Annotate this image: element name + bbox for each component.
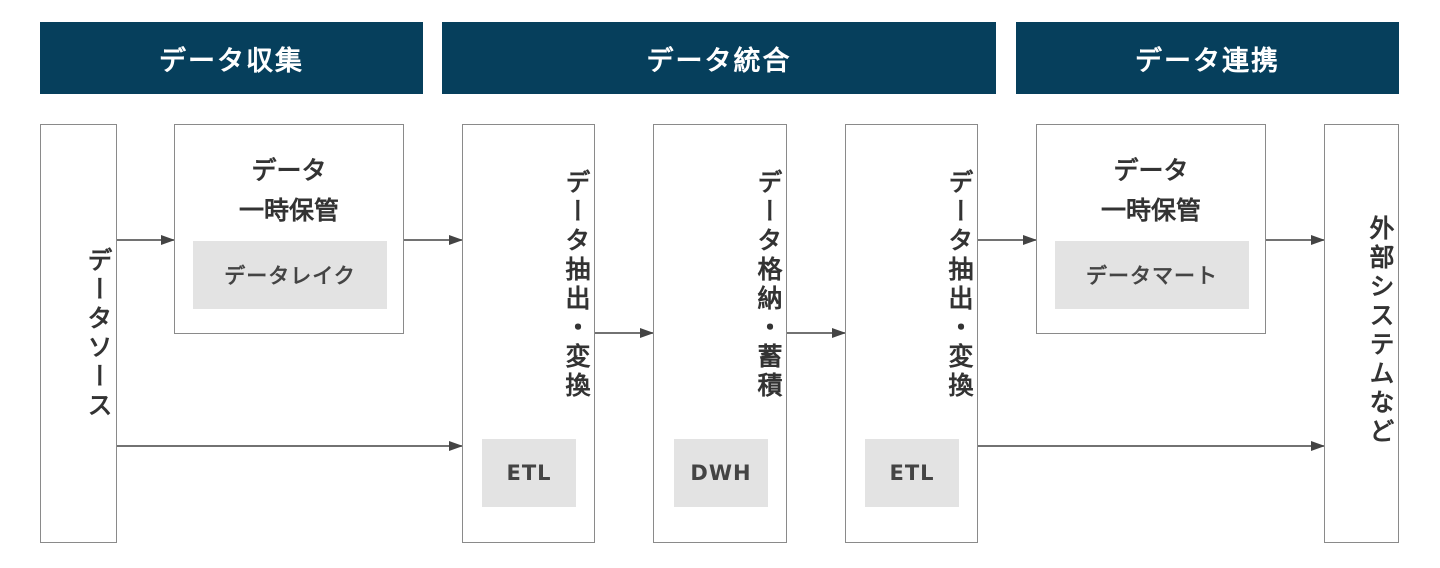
node-data-lake-tag: データレイク	[193, 241, 387, 309]
node-etl-1: データ抽出・変換 ETL	[462, 124, 595, 543]
node-dwh: データ格納・蓄積 DWH	[653, 124, 787, 543]
header-data-collection: データ収集	[40, 22, 423, 94]
node-external-systems: 外部システムなど	[1324, 124, 1399, 543]
node-data-lake-title-line1: データ	[251, 156, 327, 185]
node-dwh-tag: DWH	[674, 439, 768, 507]
node-etl-1-label: データ抽出・変換	[562, 169, 591, 401]
node-data-mart-title-line1: データ	[1113, 156, 1189, 185]
node-etl-2-label: データ抽出・変換	[945, 169, 974, 401]
header-data-linkage: データ連携	[1016, 22, 1399, 94]
node-data-lake-title-line2: 一時保管	[238, 196, 339, 225]
node-data-source-label: データソース	[84, 247, 113, 421]
node-etl-2: データ抽出・変換 ETL	[845, 124, 978, 543]
node-data-source: データソース	[40, 124, 117, 543]
node-data-lake: データ 一時保管 データレイク	[174, 124, 404, 334]
node-data-mart-title-line2: 一時保管	[1100, 196, 1201, 225]
header-data-integration: データ統合	[442, 22, 996, 94]
node-etl-1-tag: ETL	[482, 439, 576, 507]
node-external-systems-label: 外部システムなど	[1366, 215, 1395, 447]
node-data-mart-tag: データマート	[1055, 241, 1249, 309]
node-etl-2-tag: ETL	[865, 439, 959, 507]
node-dwh-label: データ格納・蓄積	[754, 169, 783, 401]
node-data-mart: データ 一時保管 データマート	[1036, 124, 1266, 334]
